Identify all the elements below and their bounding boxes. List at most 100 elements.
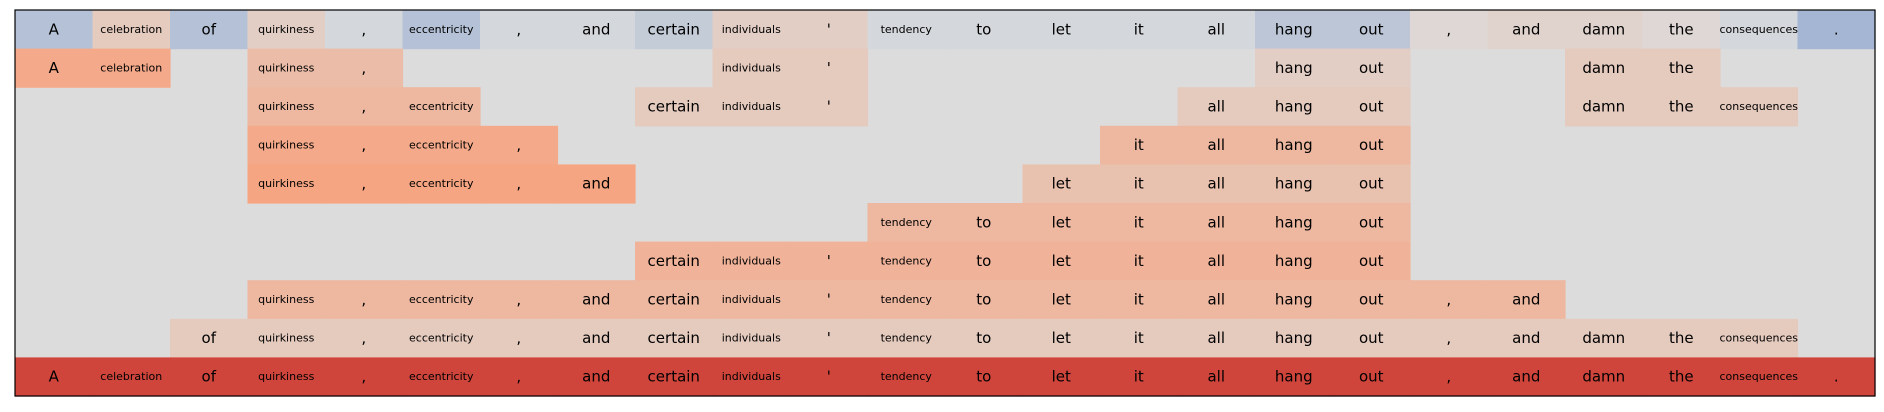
heatmap-cell [1177,125,1256,165]
heatmap-cell [790,241,869,281]
token-label: , [361,98,366,116]
heatmap-cell [247,48,326,88]
heatmap-cell [1177,357,1256,397]
token-label: to [976,213,991,231]
token-label: ' [827,20,831,38]
token-label: individuals [722,61,781,74]
token-label: let [1052,213,1071,231]
heatmap-cell [867,357,946,397]
token-label: of [202,20,217,38]
token-label: it [1134,368,1144,386]
token-label: hang [1275,175,1313,193]
heatmap-cell [15,357,94,397]
token-label: and [1512,291,1540,309]
heatmap-cell [1100,357,1179,397]
token-label: it [1134,136,1144,154]
token-label: all [1207,252,1225,270]
token-label: celebration [100,23,162,36]
token-label: A [49,20,60,38]
heatmap-cell [557,164,636,204]
heatmap-cell [1332,318,1411,358]
heatmap-cell [480,10,559,50]
token-label: , [516,20,521,38]
token-label: quirkiness [258,61,314,74]
heatmap-cell [790,10,869,50]
heatmap-cell [635,357,714,397]
heatmap-cell [1100,125,1179,165]
heatmap-cell [945,280,1024,320]
token-label: quirkiness [258,370,314,383]
token-label: celebration [100,61,162,74]
token-label: , [361,368,366,386]
heatmap-cell [1332,357,1411,397]
token-label: quirkiness [258,139,314,152]
heatmap-cell [712,280,791,320]
heatmap-cell [1255,280,1334,320]
heatmap-cell [247,357,326,397]
token-label: tendency [881,254,933,267]
heatmap-cells [15,10,1876,397]
token-label: let [1052,368,1071,386]
heatmap-cell [1487,280,1566,320]
heatmap-cell [402,125,481,165]
heatmap-cell [867,10,946,50]
token-label: all [1207,136,1225,154]
heatmap-cell [557,10,636,50]
token-label: eccentricity [409,370,474,383]
token-label: it [1134,213,1144,231]
token-label: out [1359,98,1384,116]
token-label: damn [1582,368,1625,386]
heatmap-cell [790,280,869,320]
heatmap-cell [1255,164,1334,204]
token-label: all [1207,175,1225,193]
token-label: of [202,329,217,347]
token-label: . [1834,368,1839,386]
heatmap-cell [92,10,171,50]
heatmap-cell [1565,357,1644,397]
heatmap-cell [325,125,404,165]
token-label: hang [1275,291,1313,309]
heatmap-cell [480,318,559,358]
token-label: , [1446,329,1451,347]
token-label: let [1052,20,1071,38]
token-label: to [976,252,991,270]
token-label: individuals [722,254,781,267]
heatmap-cell [1487,357,1566,397]
token-label: consequences [1720,332,1799,345]
token-label: all [1207,98,1225,116]
heatmap-cell [402,318,481,358]
heatmap-cell [1100,241,1179,281]
heatmap-cell [557,357,636,397]
heatmap-cell [1720,87,1799,127]
token-label: out [1359,252,1384,270]
token-label: let [1052,291,1071,309]
heatmap-cell [1487,10,1566,50]
heatmap-cell [790,318,869,358]
heatmap-cell [325,280,404,320]
heatmap-cell [1332,48,1411,88]
heatmap-cell [402,357,481,397]
heatmap-cell [1255,125,1334,165]
token-label: , [516,175,521,193]
heatmap-cell [1642,318,1721,358]
token-label: and [582,329,610,347]
token-label: out [1359,175,1384,193]
token-label: hang [1275,252,1313,270]
heatmap-cell [1255,87,1334,127]
heatmap-cell [170,10,249,50]
token-label: ' [827,291,831,309]
heatmap-cell [712,318,791,358]
heatmap-cell [1177,10,1256,50]
token-label: it [1134,252,1144,270]
token-label: tendency [881,23,933,36]
token-label: and [1512,368,1540,386]
heatmap-cell [1100,318,1179,358]
heatmap-cell [1797,10,1876,50]
heatmap-cell [1177,280,1256,320]
heatmap-cell [635,318,714,358]
heatmap-cell [1565,87,1644,127]
token-label: , [361,329,366,347]
heatmap-cell [480,125,559,165]
heatmap-cell [945,357,1024,397]
heatmap-cell [1332,10,1411,50]
